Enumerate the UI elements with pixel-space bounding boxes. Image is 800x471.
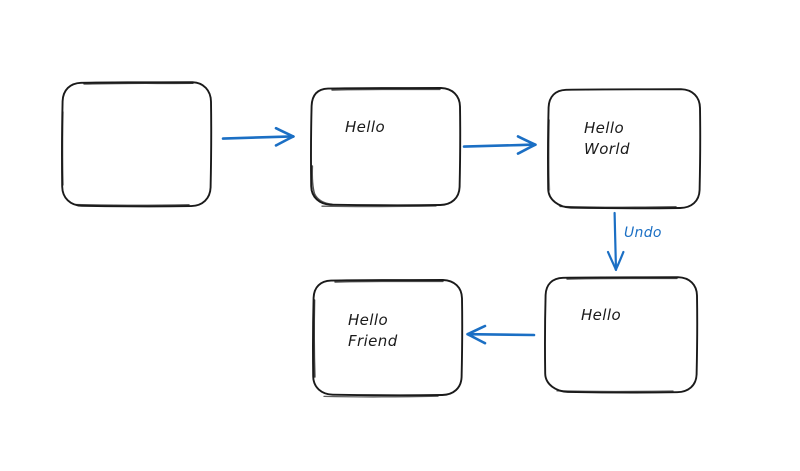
node-empty-state-box[interactable] [62,82,211,206]
arrow-empty-to-hello[interactable] [220,126,298,150]
node-hello-friend-box-shape[interactable] [312,279,464,398]
node-hello-world-box-shape[interactable] [547,88,702,210]
node-hello-box-shape[interactable] [310,87,462,208]
node-empty-state-box-shape[interactable] [61,81,213,208]
arrow-undo[interactable] [604,211,628,273]
arrow-hello-to-hello-world-shape[interactable] [462,135,537,155]
node-hello-box[interactable] [310,88,460,205]
arrow-hello-to-hello-friend-shape[interactable] [466,324,536,345]
arrow-hello-to-hello-friend[interactable] [466,323,538,347]
node-hello-world-box[interactable] [548,89,700,208]
arrow-empty-to-hello-shape[interactable] [221,126,295,147]
arrow-undo-shape[interactable] [606,211,625,272]
node-hello-friend-box[interactable] [313,280,462,395]
arrow-hello-to-hello-world[interactable] [462,134,538,158]
node-hello-after-undo-box[interactable] [545,277,697,392]
node-hello-after-undo-box-shape[interactable] [544,276,699,394]
